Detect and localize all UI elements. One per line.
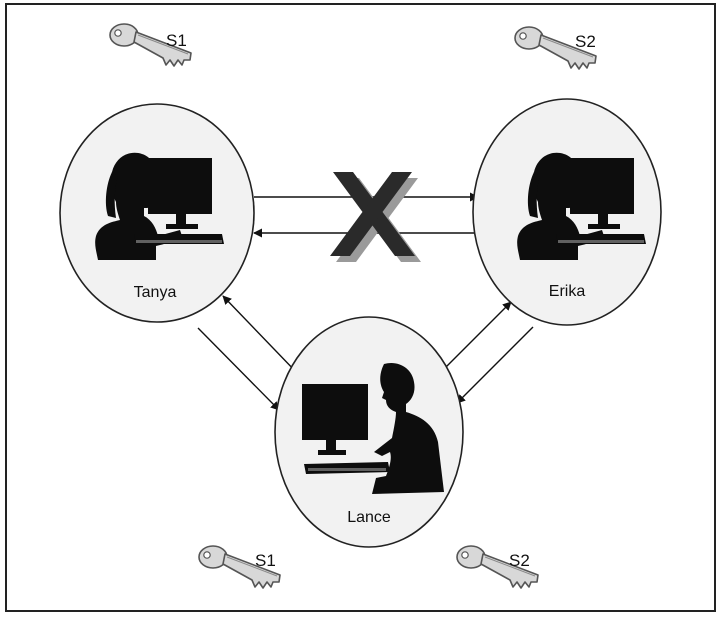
key-top-right-label: S2 [575, 32, 596, 51]
woman-at-computer-icon [517, 153, 646, 260]
key-bottom-right-label: S2 [509, 551, 530, 570]
node-erika: Erika [473, 99, 661, 325]
key-bottom-left: S1 [199, 546, 280, 588]
node-tanya-label: Tanya [134, 284, 177, 301]
arrow-tanya-to-lance [198, 328, 279, 410]
arrow-lance-to-erika [440, 302, 511, 373]
key-top-right: S2 [515, 27, 596, 69]
key-bottom-right: S2 [457, 546, 538, 588]
woman-at-computer-icon [95, 153, 224, 260]
key-bottom-left-label: S1 [255, 551, 276, 570]
key-top-left-label: S1 [166, 31, 187, 50]
node-lance-label: Lance [347, 509, 391, 526]
x-mark-icon [330, 172, 421, 262]
node-lance: Lance [275, 317, 463, 547]
arrow-erika-to-lance [457, 327, 533, 403]
key-top-left: S1 [110, 24, 191, 66]
node-erika-label: Erika [549, 283, 586, 300]
node-tanya: Tanya [60, 104, 254, 322]
arrow-lance-to-tanya [223, 296, 299, 375]
